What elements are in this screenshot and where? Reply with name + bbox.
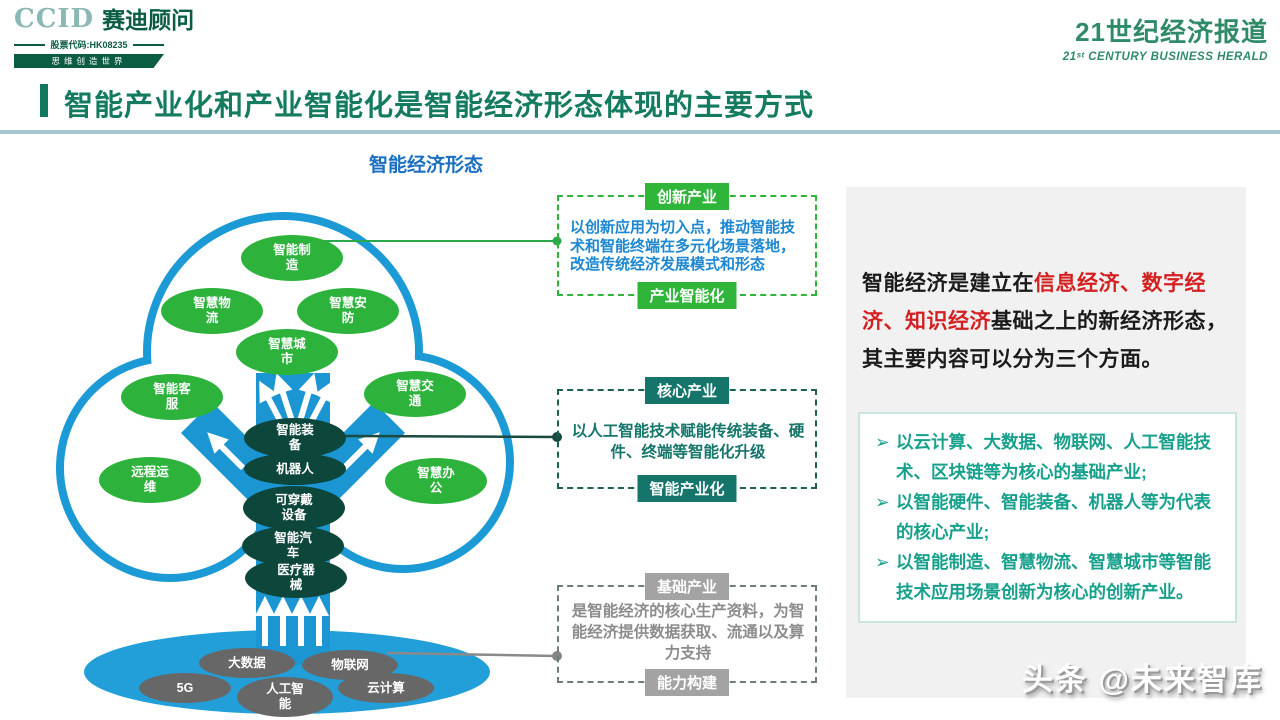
info-panel: 智能经济是建立在信息经济、数字经济、知识经济基础之上的新经济形态，其主要内容可以… xyxy=(846,187,1246,698)
industry-box-base: 基础产业 是智能经济的核心生产资料，为智能经济提供数据获取、流通以及算力支持 能… xyxy=(557,573,817,696)
cloud-node-smart-security: 智慧安防 xyxy=(297,288,399,334)
trunk-node-robot: 机器人 xyxy=(244,453,346,485)
cloud-node-remote-ops: 远程运维 xyxy=(99,457,201,503)
bullet-item-innovation-industry: ➢ 以智能制造、智慧物流、智慧城市等智能技术应用场景创新为核心的创新产业。 xyxy=(875,547,1223,607)
ccid-logo-mark: CCID xyxy=(14,4,95,34)
industry-box-innovation-header: 创新产业 xyxy=(644,183,730,210)
media-logo: 21世纪经济报道 21ˢᵗ CENTURY BUSINESS HERALD xyxy=(1063,12,1268,63)
industry-box-innovation-body: 以创新应用为切入点，推动智能技术和智能终端在多元化场景落地，改造传统经济发展模式… xyxy=(570,219,796,273)
stock-line-left xyxy=(14,43,46,46)
connector-core xyxy=(344,434,558,439)
bullet-text: 以云计算、大数据、物联网、人工智能技术、区块链等为核心的基础产业; xyxy=(896,432,1211,482)
base-node-ai: 人工智能 xyxy=(237,677,333,717)
stock-code-row: 股票代码:HK08235 xyxy=(14,38,164,51)
base-node-big-data: 大数据 xyxy=(199,648,295,678)
cloud-node-smart-logistics: 智慧物流 xyxy=(161,288,263,334)
arrow-bullet-icon: ➢ xyxy=(875,552,890,572)
bullet-item-core-industry: ➢ 以智能硬件、智能装备、机器人等为代表的核心产业; xyxy=(875,487,1223,547)
industry-box-base-footer: 能力构建 xyxy=(644,669,730,696)
stock-code: 股票代码:HK08235 xyxy=(50,40,128,50)
industry-box-innovation: 创新产业 以创新应用为切入点，推动智能技术和智能终端在多元化场景落地，改造传统经… xyxy=(557,183,817,309)
intro-paragraph: 智能经济是建立在信息经济、数字经济、知识经济基础之上的新经济形态，其主要内容可以… xyxy=(862,265,1234,379)
bullet-list: ➢ 以云计算、大数据、物联网、人工智能技术、区块链等为核心的基础产业; ➢ 以智… xyxy=(858,412,1237,623)
connector-base xyxy=(387,651,558,658)
base-node-5g: 5G xyxy=(139,673,231,703)
watermark: 头条 @未来智库 xyxy=(1022,662,1263,697)
industry-box-innovation-footer: 产业智能化 xyxy=(637,282,737,309)
industry-box-core-header: 核心产业 xyxy=(644,377,730,404)
base-node-cloud-computing: 云计算 xyxy=(338,673,434,703)
industry-box-core: 核心产业 以人工智能技术赋能传统装备、硬件、终端等智能化升级 智能产业化 xyxy=(557,377,817,502)
page-title: 智能产业化和产业智能化是智能经济形态体现的主要方式 xyxy=(64,90,815,122)
ccid-logo: CCID 赛迪顾问 股票代码:HK08235 思维创造世界 xyxy=(14,6,194,68)
bullet-text: 以智能制造、智慧物流、智慧城市等智能技术应用场景创新为核心的创新产业。 xyxy=(896,552,1211,602)
slogan-banner: 思维创造世界 xyxy=(14,54,164,68)
trunk-node-smart-equipment: 智能装备 xyxy=(244,418,346,458)
cloud-node-smart-city: 智慧城市 xyxy=(236,329,338,375)
media-logo-cn: 21世纪经济报道 xyxy=(1075,17,1268,47)
diagram-title: 智能经济形态 xyxy=(369,155,484,176)
intro-text-before: 智能经济是建立在 xyxy=(862,272,1034,295)
media-logo-en: 21ˢᵗ CENTURY BUSINESS HERALD xyxy=(1062,51,1268,63)
industry-box-base-header: 基础产业 xyxy=(644,573,730,600)
trunk-node-medical-devices: 医疗器械 xyxy=(245,558,347,598)
cloud-node-smart-office: 智慧办公 xyxy=(385,458,487,504)
stock-line-right xyxy=(132,43,164,46)
header-divider xyxy=(0,130,1280,134)
industry-box-base-body: 是智能经济的核心生产资料，为智能经济提供数据获取、流通以及算力支持 xyxy=(571,603,805,662)
title-accent-bar xyxy=(40,84,48,117)
cloud-node-smart-manufacturing: 智能制造 xyxy=(241,235,343,281)
ccid-logo-name: 赛迪顾问 xyxy=(102,7,195,33)
trunk-arrows xyxy=(207,373,380,646)
industry-box-core-body: 以人工智能技术赋能传统装备、硬件、终端等智能化升级 xyxy=(571,423,805,461)
trunk-node-wearables: 可穿戴设备 xyxy=(243,486,345,530)
bullet-item-base-industry: ➢ 以云计算、大数据、物联网、人工智能技术、区块链等为核心的基础产业; xyxy=(875,427,1223,487)
intro-highlight: 信息经济、数字经济、知识经济 xyxy=(862,272,1206,333)
industry-box-core-footer: 智能产业化 xyxy=(637,475,737,502)
arrow-bullet-icon: ➢ xyxy=(875,492,890,512)
bullet-text: 以智能硬件、智能装备、机器人等为代表的核心产业; xyxy=(896,492,1211,542)
cloud-node-smart-transport: 智慧交通 xyxy=(364,371,466,417)
cloud-node-smart-service: 智能客服 xyxy=(121,374,223,420)
arrow-bullet-icon: ➢ xyxy=(875,432,890,452)
intro-text-after: 基础之上的新经济形态，其主要内容可以分为三个方面。 xyxy=(862,310,1228,371)
